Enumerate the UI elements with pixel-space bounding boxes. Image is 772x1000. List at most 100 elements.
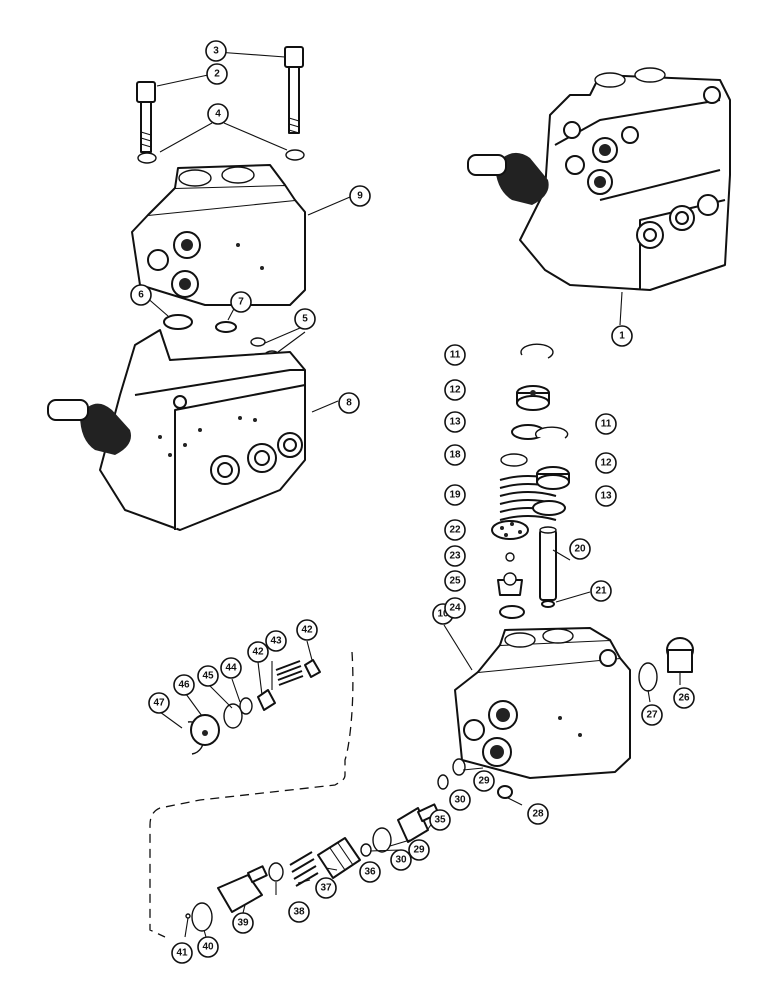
callout-23: 23 — [444, 545, 466, 567]
callout-6: 6 — [130, 284, 152, 306]
callout-8: 8 — [338, 392, 360, 414]
callout-1: 1 — [611, 325, 633, 347]
valve-section-10 — [454, 627, 631, 779]
svg-text:5: 5 — [302, 314, 308, 325]
callout-41: 41 — [171, 942, 193, 964]
svg-text:42: 42 — [301, 625, 313, 636]
callout-29-right: 29 — [473, 770, 495, 792]
svg-text:40: 40 — [202, 942, 214, 953]
svg-text:24: 24 — [449, 603, 461, 614]
callout-29-left: 29 — [408, 839, 430, 861]
svg-text:47: 47 — [153, 698, 165, 709]
svg-text:30: 30 — [395, 855, 407, 866]
svg-text:8: 8 — [346, 398, 352, 409]
check-valve-parts — [187, 659, 321, 755]
svg-text:26: 26 — [678, 693, 690, 704]
lock-washers — [137, 149, 305, 164]
callout-24: 24 — [444, 597, 466, 619]
callout-42-left: 42 — [247, 641, 269, 663]
callout-30-right: 30 — [449, 789, 471, 811]
plug-26 — [638, 637, 694, 692]
svg-text:18: 18 — [449, 450, 461, 461]
callout-36: 36 — [359, 861, 381, 883]
callout-11-right: 11 — [595, 413, 617, 435]
callout-39: 39 — [232, 912, 254, 934]
svg-text:45: 45 — [202, 671, 214, 682]
svg-text:4: 4 — [215, 109, 221, 120]
callout-25: 25 — [444, 570, 466, 592]
callout-22: 22 — [444, 519, 466, 541]
boot-upper — [467, 152, 549, 205]
svg-text:22: 22 — [449, 525, 461, 536]
relief-valve-parts — [491, 343, 570, 619]
bolt-short — [136, 81, 156, 153]
callout-27: 27 — [641, 704, 663, 726]
svg-text:3: 3 — [213, 46, 219, 57]
callout-20: 20 — [569, 538, 591, 560]
svg-text:38: 38 — [293, 907, 305, 918]
svg-text:25: 25 — [449, 576, 461, 587]
callout-40: 40 — [197, 936, 219, 958]
valve-body-lower — [99, 329, 306, 531]
svg-text:10: 10 — [437, 609, 449, 620]
svg-text:29: 29 — [413, 845, 425, 856]
callout-38: 38 — [288, 901, 310, 923]
valve-section-upper — [131, 164, 306, 306]
callout-43: 43 — [265, 630, 287, 652]
callout-5: 5 — [294, 308, 316, 330]
callout-12-top: 12 — [444, 379, 466, 401]
callout-9: 9 — [349, 185, 371, 207]
svg-text:28: 28 — [532, 809, 544, 820]
svg-text:11: 11 — [601, 419, 612, 430]
svg-text:12: 12 — [600, 458, 612, 469]
svg-text:9: 9 — [357, 191, 363, 202]
svg-text:41: 41 — [176, 948, 188, 959]
svg-text:21: 21 — [595, 586, 607, 597]
dashed-group-outline — [149, 651, 354, 938]
svg-text:13: 13 — [600, 491, 612, 502]
svg-text:27: 27 — [646, 710, 658, 721]
callout-19: 19 — [444, 484, 466, 506]
callout-35: 35 — [429, 809, 451, 831]
svg-text:43: 43 — [270, 636, 282, 647]
svg-text:6: 6 — [138, 290, 144, 301]
svg-text:7: 7 — [238, 297, 244, 308]
valve-assembly — [519, 67, 731, 291]
callout-44: 44 — [220, 657, 242, 679]
callout-45: 45 — [197, 665, 219, 687]
callout-7: 7 — [230, 291, 252, 313]
svg-text:20: 20 — [574, 544, 586, 555]
callout-46: 46 — [173, 674, 195, 696]
callout-47: 47 — [148, 692, 170, 714]
callout-30-left: 30 — [390, 849, 412, 871]
svg-text:19: 19 — [449, 490, 461, 501]
bolt-long — [284, 46, 304, 134]
callout-21: 21 — [590, 580, 612, 602]
callout-11-top: 11 — [444, 344, 466, 366]
svg-text:23: 23 — [449, 551, 461, 562]
callout-18: 18 — [444, 444, 466, 466]
svg-text:46: 46 — [178, 680, 190, 691]
svg-text:12: 12 — [449, 385, 461, 396]
svg-text:39: 39 — [237, 918, 249, 929]
svg-text:13: 13 — [449, 417, 461, 428]
svg-text:36: 36 — [364, 867, 376, 878]
callout-12-right: 12 — [595, 452, 617, 474]
svg-text:44: 44 — [225, 663, 237, 674]
svg-text:30: 30 — [454, 795, 466, 806]
callout-4: 4 — [207, 103, 229, 125]
svg-text:42: 42 — [252, 647, 264, 658]
callout-37: 37 — [315, 877, 337, 899]
svg-text:35: 35 — [434, 815, 446, 826]
callout-13-right: 13 — [595, 485, 617, 507]
seal-rings-upper — [163, 314, 280, 360]
callout-2: 2 — [206, 63, 228, 85]
svg-text:2: 2 — [214, 69, 220, 80]
svg-text:29: 29 — [478, 776, 490, 787]
callout-26: 26 — [673, 687, 695, 709]
spool-parts — [185, 758, 513, 932]
callout-3: 3 — [205, 40, 227, 62]
boot-lower — [47, 399, 131, 455]
svg-text:37: 37 — [320, 883, 332, 894]
